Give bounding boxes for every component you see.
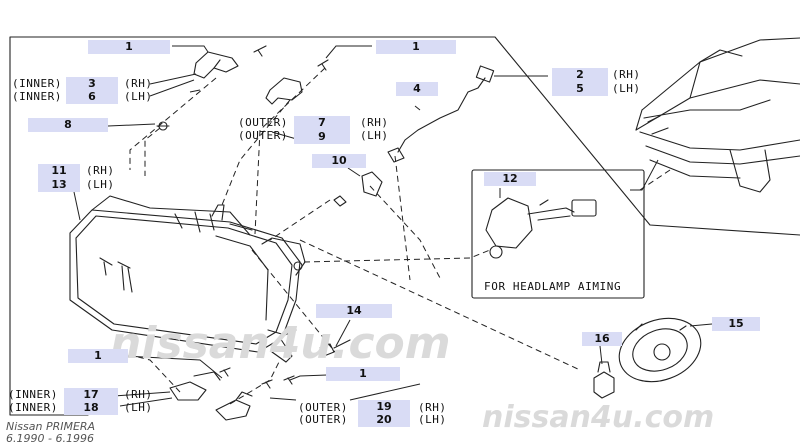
bulb-socket	[333, 171, 383, 207]
qualifier-outer: (OUTER)	[238, 116, 288, 129]
leader-dash	[229, 359, 281, 405]
qualifier-inner: (INNER)	[12, 77, 62, 90]
pointer-line	[349, 383, 421, 401]
qualifier-inner: (INNER)	[8, 401, 58, 414]
part-number-1: 1	[376, 40, 456, 54]
part-number-1: 1	[326, 367, 400, 381]
part-number-8: 8	[28, 118, 108, 132]
part-number-1: 1	[68, 349, 128, 363]
diagram-border	[9, 36, 800, 416]
car-illustration	[635, 37, 800, 193]
qualifier-lh: (LH)	[86, 178, 115, 191]
pointer-line	[325, 45, 372, 59]
qualifier-outer: (OUTER)	[298, 401, 348, 414]
qualifier-rh: (RH)	[124, 77, 153, 90]
aiming-inset-frame	[471, 169, 645, 299]
aiming-motor	[485, 197, 597, 259]
part-number-15: 15	[712, 317, 760, 331]
part-number-6: 6	[66, 90, 118, 104]
watermark-center: nissan4u.com	[110, 318, 451, 369]
leader-dash	[221, 99, 291, 206]
qualifier-inner: (INNER)	[8, 388, 58, 401]
leader-dash	[394, 155, 411, 281]
part-number-18: 18	[64, 401, 118, 415]
pointer-line	[189, 89, 201, 93]
part-number-7: 7	[294, 116, 350, 130]
leader-dash	[639, 169, 671, 191]
pointer-line	[107, 123, 156, 127]
leader-dash	[303, 249, 491, 263]
pointer-line	[123, 355, 223, 379]
leader-dash	[251, 249, 336, 353]
qualifier-outer: (OUTER)	[298, 413, 348, 426]
pointer-line	[414, 105, 421, 111]
pointer-line	[172, 45, 209, 53]
part-number-2: 2	[552, 68, 608, 82]
mounting-bracket-upper	[193, 45, 267, 79]
part-number-19: 19	[358, 400, 410, 414]
footer-dates: 6.1990 - 6.1996	[6, 432, 94, 445]
part-number-1: 1	[88, 40, 170, 54]
qualifier-rh: (RH)	[124, 388, 153, 401]
headlamp-cap	[618, 317, 702, 383]
leader-dash	[254, 67, 326, 235]
leader-dash	[369, 185, 441, 279]
footer-model: Nissan PRIMERA	[6, 420, 96, 433]
pointer-line	[347, 167, 361, 177]
headlamp-assembly-drawing	[69, 195, 306, 363]
qualifier-lh: (LH)	[360, 129, 389, 142]
qualifier-lh: (LH)	[418, 413, 447, 426]
pointer-line	[119, 397, 173, 407]
part-number-3: 3	[66, 77, 118, 91]
leader-dash	[269, 199, 331, 241]
leader-dash	[129, 77, 217, 170]
part-number-11: 11	[38, 164, 80, 178]
mounting-bracket-outer	[265, 59, 329, 105]
part-number-5: 5	[552, 82, 608, 96]
pointer-line	[113, 391, 171, 397]
part-number-17: 17	[64, 388, 118, 402]
qualifier-lh: (LH)	[124, 90, 153, 103]
pointer-line	[149, 79, 195, 97]
qualifier-rh: (RH)	[86, 164, 115, 177]
watermark-corner: nissan4u.com	[482, 400, 715, 435]
qualifier-rh: (RH)	[360, 116, 389, 129]
qualifier-lh: (LH)	[612, 82, 641, 95]
part-number-4: 4	[396, 82, 438, 96]
pointer-line	[335, 319, 351, 347]
pointer-line	[269, 397, 297, 401]
part-number-9: 9	[294, 130, 350, 144]
aiming-caption: FOR HEADLAMP AIMING	[484, 280, 622, 293]
screw-part	[319, 339, 351, 357]
pointer-line	[73, 191, 81, 221]
wiring-harness	[387, 65, 495, 163]
qualifier-rh: (RH)	[418, 401, 447, 414]
pointer-line	[630, 159, 659, 191]
pointer-line	[149, 73, 197, 85]
part-number-12: 12	[484, 172, 536, 186]
qualifier-outer: (OUTER)	[238, 129, 288, 142]
leader-dash	[299, 239, 581, 371]
part-number-20: 20	[358, 413, 410, 427]
qualifier-rh: (RH)	[612, 68, 641, 81]
part-number-14: 14	[316, 304, 392, 318]
qualifier-inner: (INNER)	[12, 90, 62, 103]
part-number-13: 13	[38, 178, 80, 192]
headlamp-bulb	[593, 361, 615, 399]
qualifier-lh: (LH)	[124, 401, 153, 414]
pointer-line	[689, 323, 713, 327]
mounting-bracket-lower	[169, 367, 273, 401]
pointer-line	[599, 345, 603, 365]
mounting-bracket-lower-outer	[215, 375, 295, 421]
part-number-10: 10	[312, 154, 366, 168]
part-number-16: 16	[582, 332, 622, 346]
leader-dash	[144, 127, 161, 176]
